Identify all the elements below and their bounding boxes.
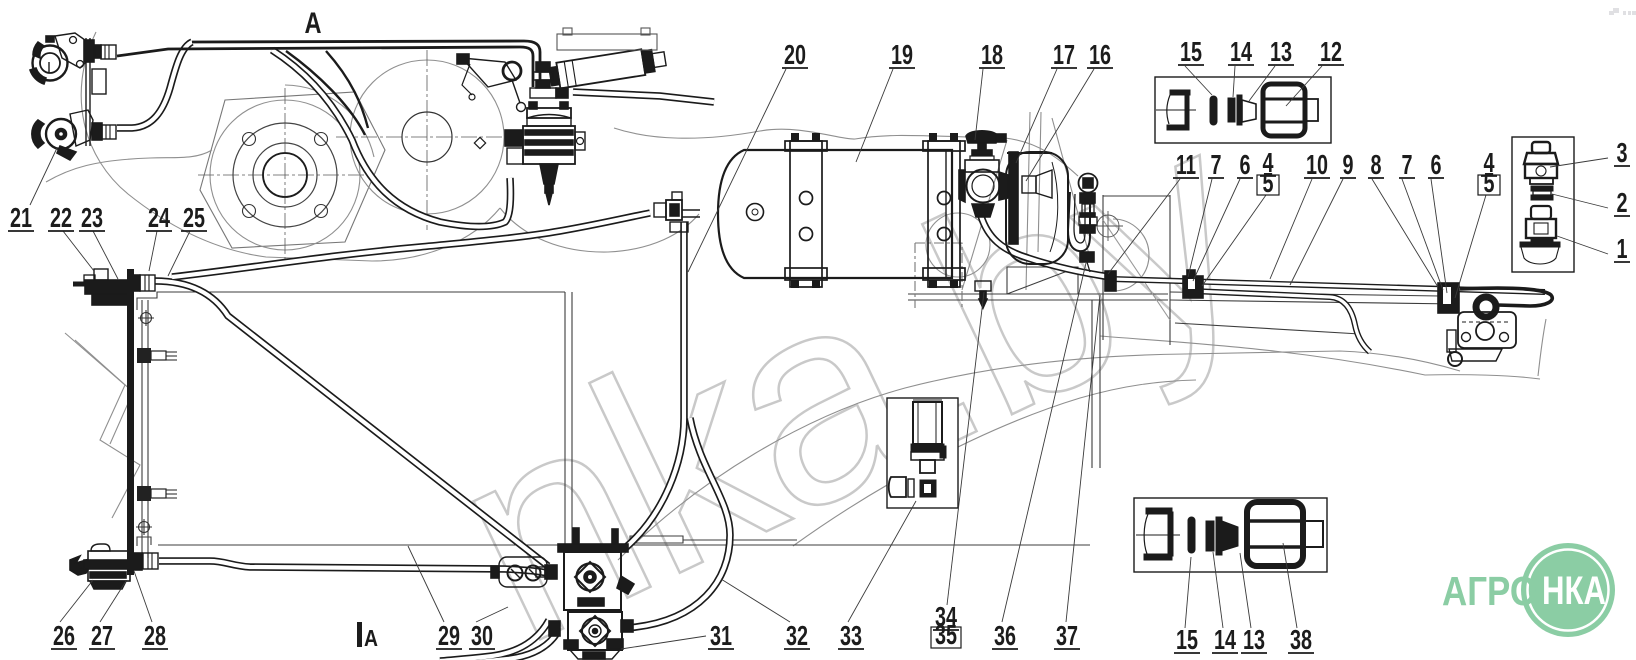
svg-text:21: 21: [10, 202, 32, 233]
svg-text:36: 36: [994, 620, 1016, 651]
svg-text:7: 7: [1211, 149, 1222, 180]
svg-text:23: 23: [81, 202, 103, 233]
svg-text:15: 15: [1176, 624, 1198, 655]
svg-text:11: 11: [1176, 149, 1196, 180]
svg-text:28: 28: [144, 620, 166, 651]
svg-text:7: 7: [1402, 149, 1413, 180]
svg-text:37: 37: [1056, 620, 1078, 651]
svg-text:12: 12: [1320, 36, 1342, 67]
svg-text:16: 16: [1089, 39, 1111, 70]
svg-text:15: 15: [1180, 36, 1202, 67]
svg-text:17: 17: [1053, 39, 1075, 70]
svg-text:8: 8: [1371, 149, 1382, 180]
svg-text:26: 26: [53, 620, 75, 651]
svg-text:4: 4: [1484, 147, 1495, 178]
svg-text:32: 32: [786, 620, 808, 651]
svg-text:АГРО: АГРО: [1442, 568, 1537, 614]
svg-text:4: 4: [1263, 147, 1274, 178]
svg-text:14: 14: [1214, 624, 1236, 655]
svg-text:A: A: [305, 7, 322, 40]
svg-text:34: 34: [935, 601, 957, 632]
svg-text:24: 24: [148, 202, 170, 233]
svg-text:30: 30: [471, 620, 493, 651]
svg-text:10: 10: [1306, 149, 1328, 180]
svg-text:18: 18: [981, 39, 1003, 70]
svg-text:6: 6: [1240, 149, 1251, 180]
svg-text:25: 25: [183, 202, 205, 233]
svg-text:20: 20: [784, 39, 806, 70]
svg-text:5: 5: [1263, 167, 1274, 198]
svg-text:2: 2: [1617, 187, 1628, 218]
svg-text:38: 38: [1290, 624, 1312, 655]
svg-text:1: 1: [1617, 233, 1628, 264]
svg-text:19: 19: [891, 39, 913, 70]
svg-text:5: 5: [1484, 167, 1495, 198]
svg-text:35: 35: [935, 619, 957, 650]
svg-text:14: 14: [1230, 36, 1252, 67]
svg-text:33: 33: [840, 620, 862, 651]
svg-text:27: 27: [91, 620, 113, 651]
svg-text:13: 13: [1243, 624, 1265, 655]
svg-text:НКА: НКА: [1542, 569, 1606, 613]
svg-text:6: 6: [1431, 149, 1442, 180]
svg-text:3: 3: [1617, 137, 1628, 168]
svg-text:A: A: [364, 625, 378, 651]
svg-text:9: 9: [1343, 149, 1354, 180]
svg-text:31: 31: [710, 620, 732, 651]
svg-text:22: 22: [50, 202, 72, 233]
svg-text:29: 29: [438, 620, 460, 651]
svg-text:13: 13: [1270, 36, 1292, 67]
